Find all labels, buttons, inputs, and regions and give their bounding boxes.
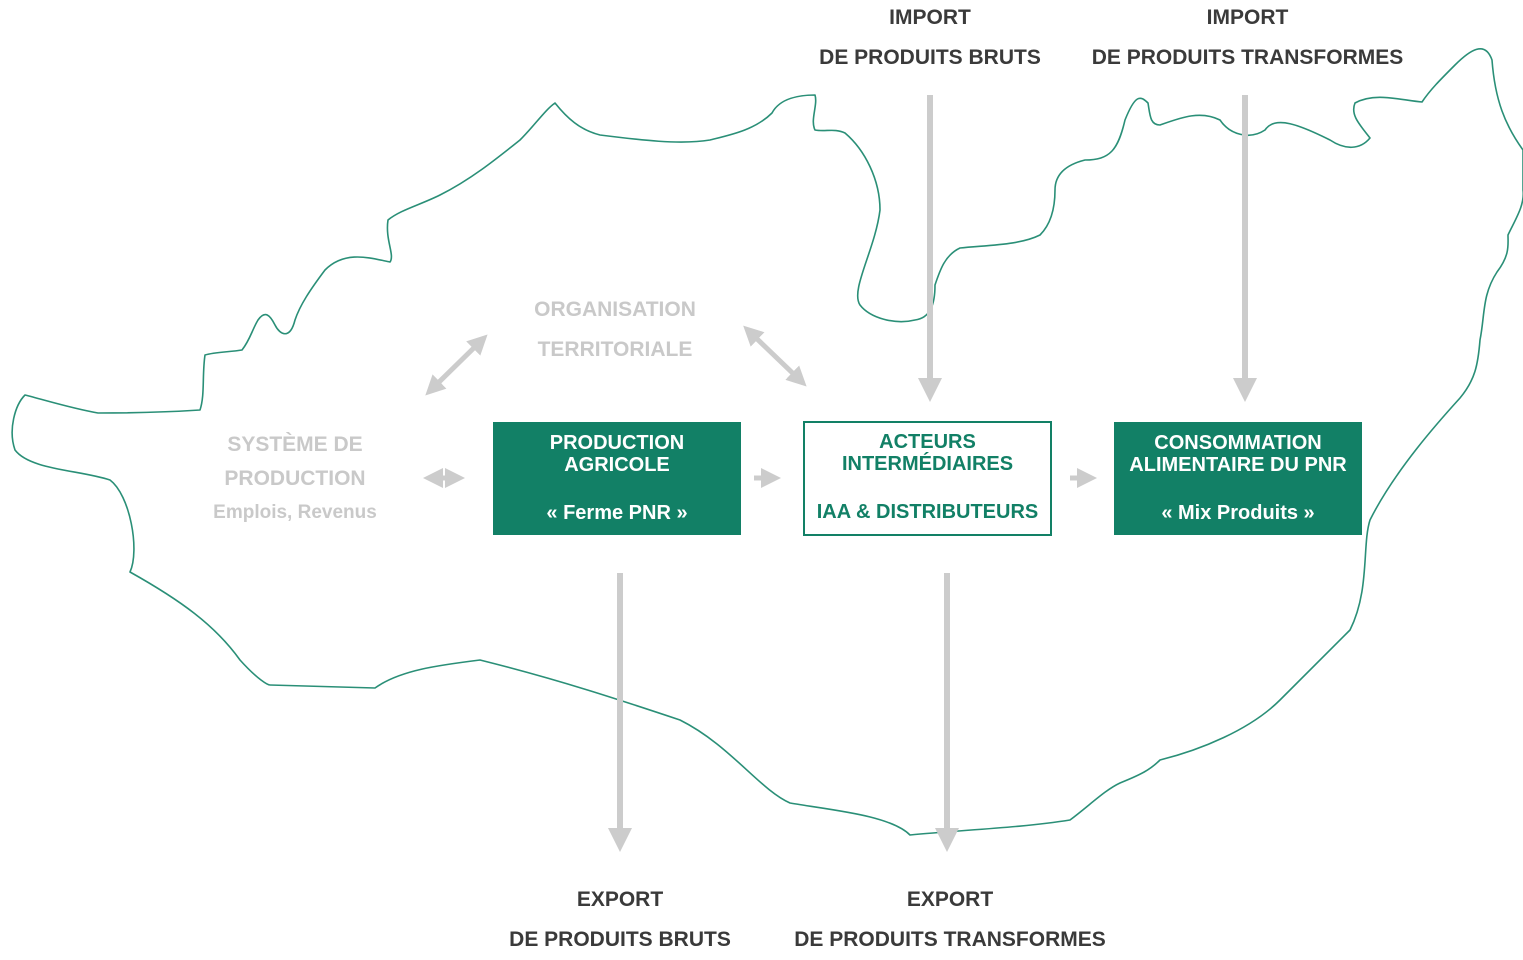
consommation-title-line2: ALIMENTAIRE DU PNR <box>1129 454 1347 476</box>
acteurs-title-line1: ACTEURS <box>879 431 976 453</box>
organisation-line2: TERRITORIALE <box>537 338 693 361</box>
systeme-production-label: SYSTÈME DE PRODUCTION Emplois, Revenus <box>170 428 420 530</box>
acteurs-intermediaires-title: ACTEURS INTERMÉDIAIRES <box>805 431 1050 475</box>
import-raw-line1: IMPORT <box>889 6 971 29</box>
production-agricole-box: PRODUCTION AGRICOLE « Ferme PNR » <box>493 422 741 535</box>
double-arrow-systeme-organisation <box>425 334 488 396</box>
import-raw-label: IMPORT DE PRODUITS BRUTS <box>780 0 1080 78</box>
production-title-line2: AGRICOLE <box>564 454 670 476</box>
import-processed-label: IMPORT DE PRODUITS TRANSFORMES <box>1070 0 1425 78</box>
export-processed-line1: EXPORT <box>906 888 994 911</box>
systeme-line1: SYSTÈME DE <box>227 433 363 456</box>
production-title-line1: PRODUCTION <box>549 432 685 454</box>
import-processed-line2: DE PRODUITS TRANSFORMES <box>1091 46 1404 69</box>
export-raw-label: EXPORT DE PRODUITS BRUTS <box>470 880 770 960</box>
organisation-line1: ORGANISATION <box>534 298 696 321</box>
production-agricole-subtitle: « Ferme PNR » <box>546 502 688 524</box>
consommation-alimentaire-subtitle: « Mix Produits » <box>1161 502 1315 524</box>
export-processed-line2: DE PRODUITS TRANSFORMES <box>794 928 1106 951</box>
consommation-title-line1: CONSOMMATION <box>1154 432 1322 454</box>
import-raw-line2: DE PRODUITS BRUTS <box>819 46 1041 69</box>
consommation-alimentaire-box: CONSOMMATION ALIMENTAIRE DU PNR « Mix Pr… <box>1114 422 1362 535</box>
organisation-territoriale-label: ORGANISATION TERRITORIALE <box>490 290 740 370</box>
systeme-line3: Emplois, Revenus <box>213 502 377 523</box>
consommation-alimentaire-title: CONSOMMATION ALIMENTAIRE DU PNR <box>1114 432 1362 476</box>
acteurs-intermediaires-box: ACTEURS INTERMÉDIAIRES IAA & DISTRIBUTEU… <box>803 421 1052 536</box>
double-arrow-organisation-acteurs <box>743 325 807 387</box>
systeme-line2: PRODUCTION <box>224 467 366 490</box>
acteurs-title-line2: INTERMÉDIAIRES <box>841 453 1014 475</box>
export-raw-line1: EXPORT <box>576 888 664 911</box>
production-agricole-title: PRODUCTION AGRICOLE <box>493 432 741 476</box>
import-processed-line1: IMPORT <box>1206 6 1289 29</box>
export-raw-line2: DE PRODUITS BRUTS <box>509 928 731 951</box>
acteurs-intermediaires-subtitle: IAA & DISTRIBUTEURS <box>816 501 1039 523</box>
export-processed-label: EXPORT DE PRODUITS TRANSFORMES <box>772 880 1128 960</box>
territory-outline <box>11 48 1523 836</box>
